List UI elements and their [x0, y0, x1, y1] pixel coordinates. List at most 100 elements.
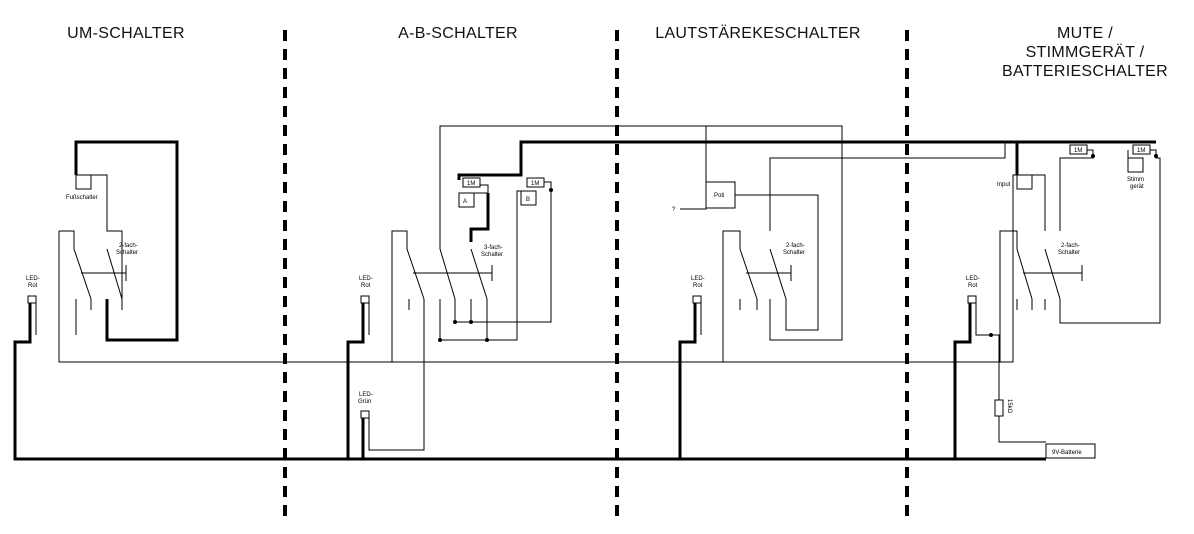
fussschalter-box [75, 174, 92, 190]
mute-pole-1 [1016, 248, 1033, 300]
um-loop-thick [74, 140, 179, 342]
ab-led-rot-box [360, 295, 370, 304]
ab-resistor-1m-a [462, 177, 481, 188]
section-title-mute-line3: BATTERIESCHALTER [1001, 63, 1168, 80]
section-lautstaerke: Poti ? 2-fach- Schalter LED- Rot [672, 126, 1006, 362]
common-return-line [58, 174, 1046, 363]
ab-led-gruen-box [360, 410, 370, 419]
ab-bridge-1 [454, 310, 471, 323]
mute-led-label-1: LED- [966, 276, 980, 282]
section-title-um-schalter: UM-SCHALTER [67, 25, 185, 42]
ab-port-b-label: B [526, 197, 530, 203]
um-wire-left [59, 230, 75, 249]
input-box [1016, 174, 1033, 190]
resistor-15k-label: 15kΩ [1006, 399, 1012, 414]
ab-switch-label-1: 3-fach- [484, 245, 503, 251]
laut-left-wire [722, 230, 741, 362]
ab-led-rot-label-1: LED- [359, 276, 373, 282]
ab-left-wire [391, 230, 408, 362]
ab-port-b-box [520, 190, 537, 206]
ground-branch-laut [678, 303, 697, 459]
laut-pole-1 [739, 248, 758, 300]
um-switch-label-1: 2-fach- [119, 243, 138, 249]
battery-wire [998, 416, 1046, 443]
ab-resistor-1m-a-label: 1M [467, 181, 475, 187]
poti-wiper-wire [680, 196, 707, 210]
laut-switch-label-1: 2-fach- [786, 243, 805, 249]
battery-label: 9V-Batterie [1052, 450, 1082, 456]
laut-pole-2 [769, 248, 787, 300]
laut-led-label-2: Rot [693, 283, 703, 289]
ab-port-a-wire [474, 184, 489, 194]
ground-line-main [13, 303, 1046, 461]
mute-pole-2 [1044, 248, 1061, 300]
ground-branch-mute [953, 303, 972, 459]
resistor-15k-box [994, 399, 1004, 417]
ab-led-gruen-label-2: Grün [358, 399, 371, 405]
mute-node-led [989, 333, 993, 337]
ab-pole-3 [470, 248, 488, 300]
section-title-ab-schalter: A-B-SCHALTER [398, 25, 518, 42]
battery-box [1045, 443, 1096, 459]
section-title-mute: MUTE / STIMMGERÄT / BATTERIESCHALTER [975, 24, 1194, 81]
mute-res-a-wire [1059, 149, 1094, 231]
section-dividers [283, 30, 909, 522]
ab-port-a-box [458, 192, 475, 208]
poti-label: Poti [714, 193, 724, 199]
stimmgeraet-label-2: gerät [1130, 184, 1144, 190]
mute-res-b-wire [1059, 149, 1161, 324]
um-switch-label-2: Schalter [116, 250, 138, 256]
ab-top-loop [439, 125, 843, 341]
input-label: Input [997, 182, 1011, 188]
ab-node-1 [453, 320, 457, 324]
mute-node-b [1154, 154, 1158, 158]
ab-pole-2 [439, 248, 456, 300]
mute-node-a [1091, 154, 1095, 158]
ab-led-gruen-label-1: LED- [359, 392, 373, 398]
mute-led-wire [975, 303, 1000, 400]
laut-inner-loop [769, 142, 1006, 231]
stimmgeraet-box [1127, 157, 1144, 173]
ab-signal-thick-a [457, 140, 1156, 180]
ab-node-2 [469, 320, 473, 324]
ab-node-b [549, 188, 553, 192]
ab-pole-1 [406, 248, 425, 300]
ab-port-a-label: A [463, 199, 467, 205]
mute-switch-label-2: Schalter [1058, 250, 1080, 256]
ground-branch-ab [346, 303, 365, 459]
mute-led-rot-box [967, 295, 977, 304]
section-um-schalter: Fußschalter 2-fach- Schalter LED- Rot [26, 140, 179, 342]
um-wire-fuss [91, 174, 123, 299]
section-title-mute-line2: STIMMGERÄT / [1025, 44, 1145, 61]
stimmgeraet-label-1: Stimm [1127, 177, 1144, 183]
ab-port-b-wire [470, 181, 552, 323]
ab-switch-label-2: Schalter [481, 252, 503, 258]
um-led-rot-box [27, 295, 37, 304]
mute-resistor-1m-a-label: 1M [1074, 148, 1082, 154]
ab-led-rot-label-2: Rot [361, 283, 371, 289]
laut-led-rot-box [692, 295, 702, 304]
mute-switch-label-1: 2-fach- [1061, 243, 1080, 249]
poti-out-wire [735, 194, 819, 331]
mute-left-wire [999, 230, 1018, 362]
ab-led-wire [368, 310, 425, 451]
ab-bridge-2 [439, 190, 521, 341]
poti-question-label: ? [672, 207, 676, 213]
fussschalter-label: Fußschalter [66, 195, 98, 201]
poti-box [705, 181, 736, 209]
um-pole-2 [106, 248, 123, 300]
ground-bus [13, 303, 1046, 461]
section-mute: Input 1M 1M Stimm gerät 2-fach- Schalter… [966, 142, 1161, 459]
section-title-lautstaerke: LAUTSTÄREKESCHALTER [655, 25, 861, 42]
mute-resistor-1m-b-label: 1M [1137, 148, 1145, 154]
ab-signal-thick-b [469, 193, 490, 242]
laut-switch-label-2: Schalter [783, 250, 805, 256]
mute-led-label-2: Rot [968, 283, 978, 289]
ab-node-4 [485, 338, 489, 342]
um-led-label-2: Rot [28, 283, 38, 289]
section-ab-schalter: 1M A 1M B 3-fach- Schalter LED- Rot [358, 125, 1156, 451]
section-title-mute-line1: MUTE / [1056, 25, 1114, 42]
um-pole-1 [73, 248, 92, 300]
um-led-label-1: LED- [26, 276, 40, 282]
